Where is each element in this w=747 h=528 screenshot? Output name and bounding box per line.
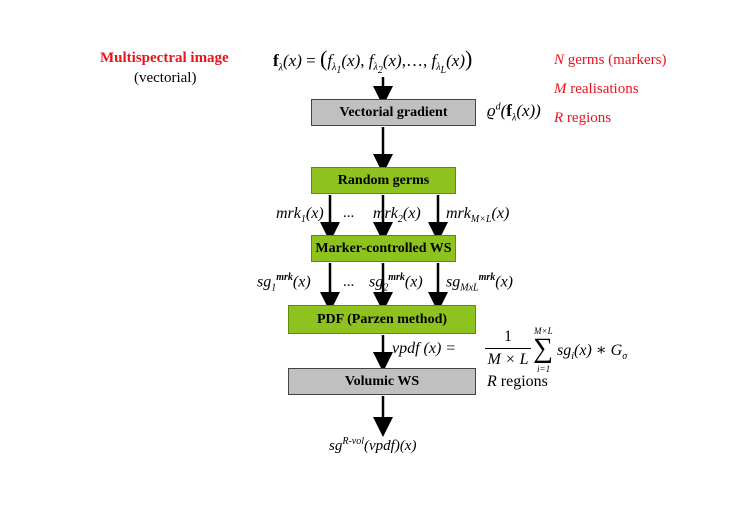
vpdf-sum-top: M×L [534, 326, 553, 336]
vpdf-denominator: M × L [487, 351, 529, 368]
vpdf-sum-bottom: i=1 [537, 364, 551, 374]
vpdf-numerator: 1 [504, 328, 512, 345]
input-formula: fλ(x) = (fλ1(x), fλ2(x),…, fλL(x)) [273, 46, 473, 77]
label-mrkML: mrkM×L(x) [446, 205, 510, 226]
input-subtitle: (vectorial) [134, 70, 197, 86]
param-regions: R regions [554, 110, 612, 126]
regions-label: R regions [487, 373, 548, 390]
gradient-formula: ϱd(fλ(x)) [487, 101, 541, 124]
label-sg2: sg2mrk(x) [369, 272, 423, 294]
vpdf-fraction-bar [485, 348, 531, 349]
input-title: Multispectral image [100, 50, 229, 66]
output-label: sgR-vol(vpdf)(x) [329, 436, 417, 454]
box-volumic-ws: Volumic WS [288, 368, 476, 395]
vpdf-lhs: vpdf (x) = [392, 340, 457, 357]
param-germs: N germs (markers) [554, 52, 667, 68]
box-random-germs: Random germs [311, 167, 456, 194]
box-vectorial-gradient: Vectorial gradient [311, 99, 476, 126]
box-pdf-parzen: PDF (Parzen method) [288, 305, 476, 334]
label-ellipsis-2: ... [343, 274, 355, 290]
label-ellipsis-1: ... [343, 205, 355, 221]
sigma-sum-icon: ∑ [533, 333, 553, 364]
label-sg1: sg1mrk(x) [257, 272, 311, 294]
vpdf-term: sgi(x) ∗ Gσ [557, 342, 628, 363]
label-mrk1: mrk1(x) [276, 205, 324, 226]
box-marker-controlled-ws: Marker-controlled WS [311, 235, 456, 262]
label-mrk2: mrk2(x) [373, 205, 421, 226]
label-sgML: sgMxLmrk(x) [446, 272, 514, 294]
param-realisations: M realisations [554, 81, 639, 97]
